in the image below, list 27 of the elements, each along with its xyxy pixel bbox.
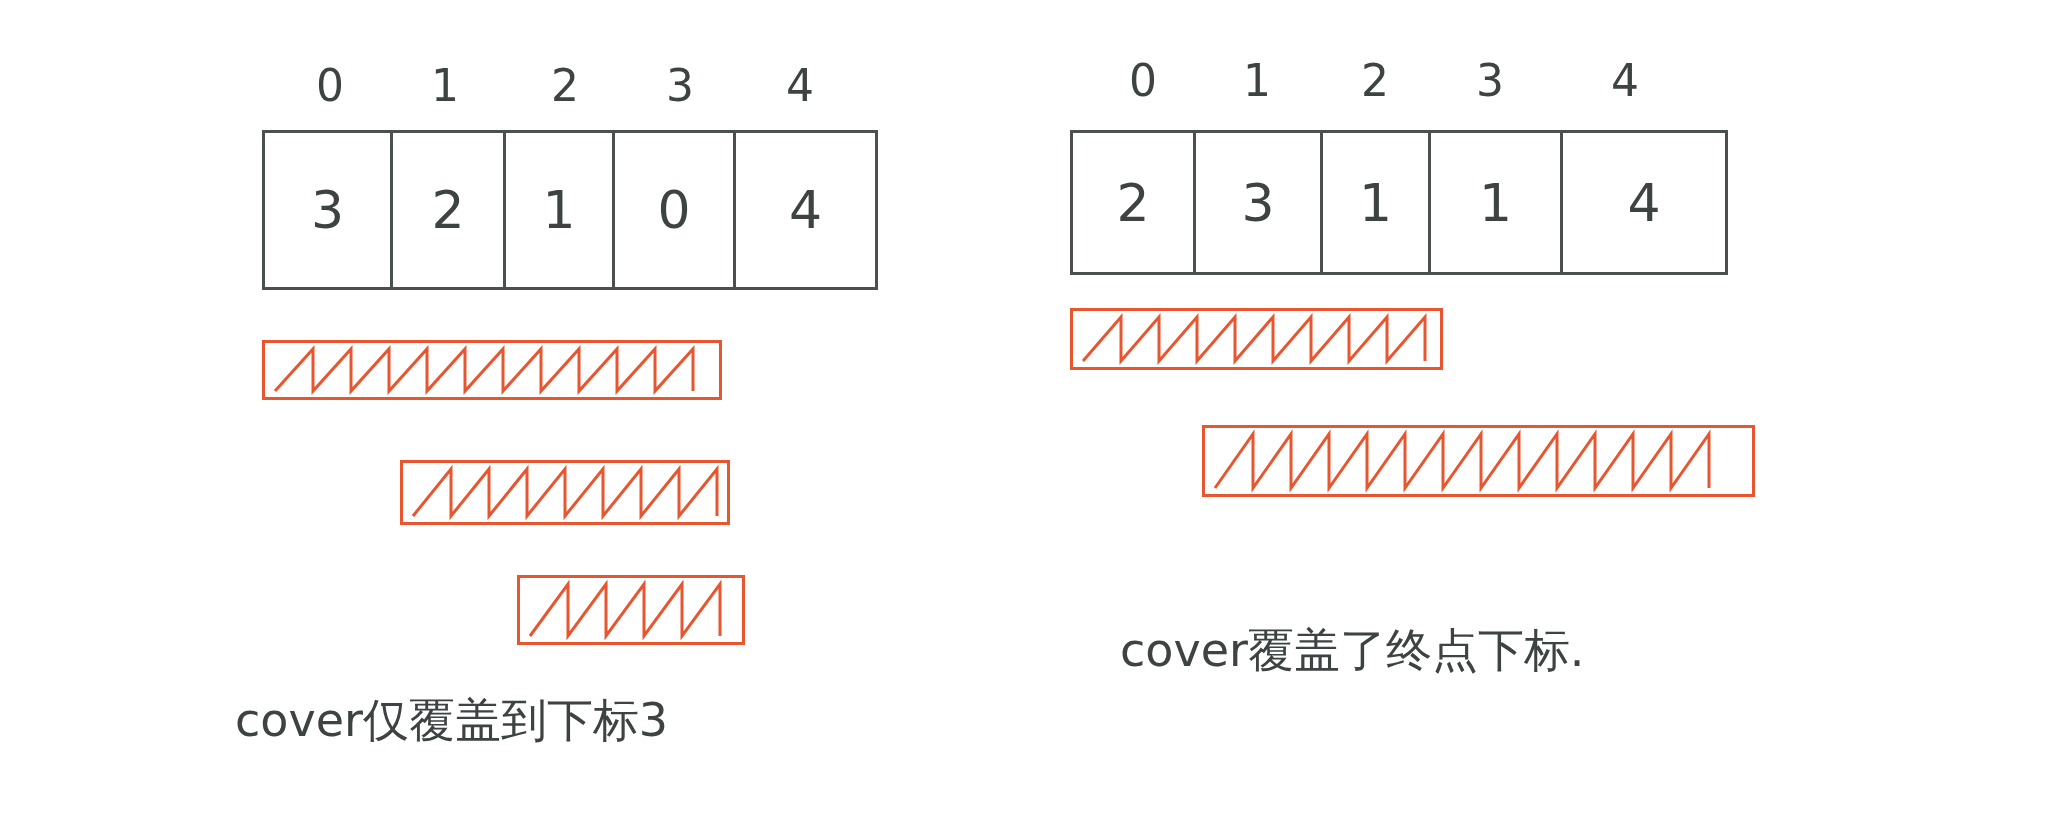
array-cell: 2	[1070, 130, 1196, 275]
index-label: 3	[1476, 55, 1504, 106]
index-label: 4	[786, 60, 814, 111]
index-label: 0	[1129, 55, 1157, 106]
index-label: 1	[431, 60, 459, 111]
index-label: 1	[1243, 55, 1271, 106]
array-cell: 2	[390, 130, 506, 290]
hatched-bar	[262, 340, 722, 400]
note-text: cover仅覆盖到下标3	[235, 692, 669, 749]
array-cell: 4	[1560, 130, 1728, 275]
index-label: 2	[1361, 55, 1389, 106]
array-cell: 0	[612, 130, 736, 290]
index-label: 3	[666, 60, 694, 111]
hatched-bar	[1070, 308, 1443, 370]
hatched-bar	[517, 575, 745, 645]
array-cell: 3	[262, 130, 393, 290]
array-cell: 1	[503, 130, 615, 290]
array-cell: 3	[1193, 130, 1323, 275]
note-text: cover覆盖了终点下标.	[1120, 622, 1585, 679]
array-cell: 1	[1428, 130, 1563, 275]
index-label: 4	[1611, 55, 1639, 106]
index-label: 0	[316, 60, 344, 111]
hatched-bar	[1202, 425, 1755, 497]
hatched-bar	[400, 460, 730, 525]
index-label: 2	[551, 60, 579, 111]
array-cell: 4	[733, 130, 878, 290]
array-cell: 1	[1320, 130, 1431, 275]
